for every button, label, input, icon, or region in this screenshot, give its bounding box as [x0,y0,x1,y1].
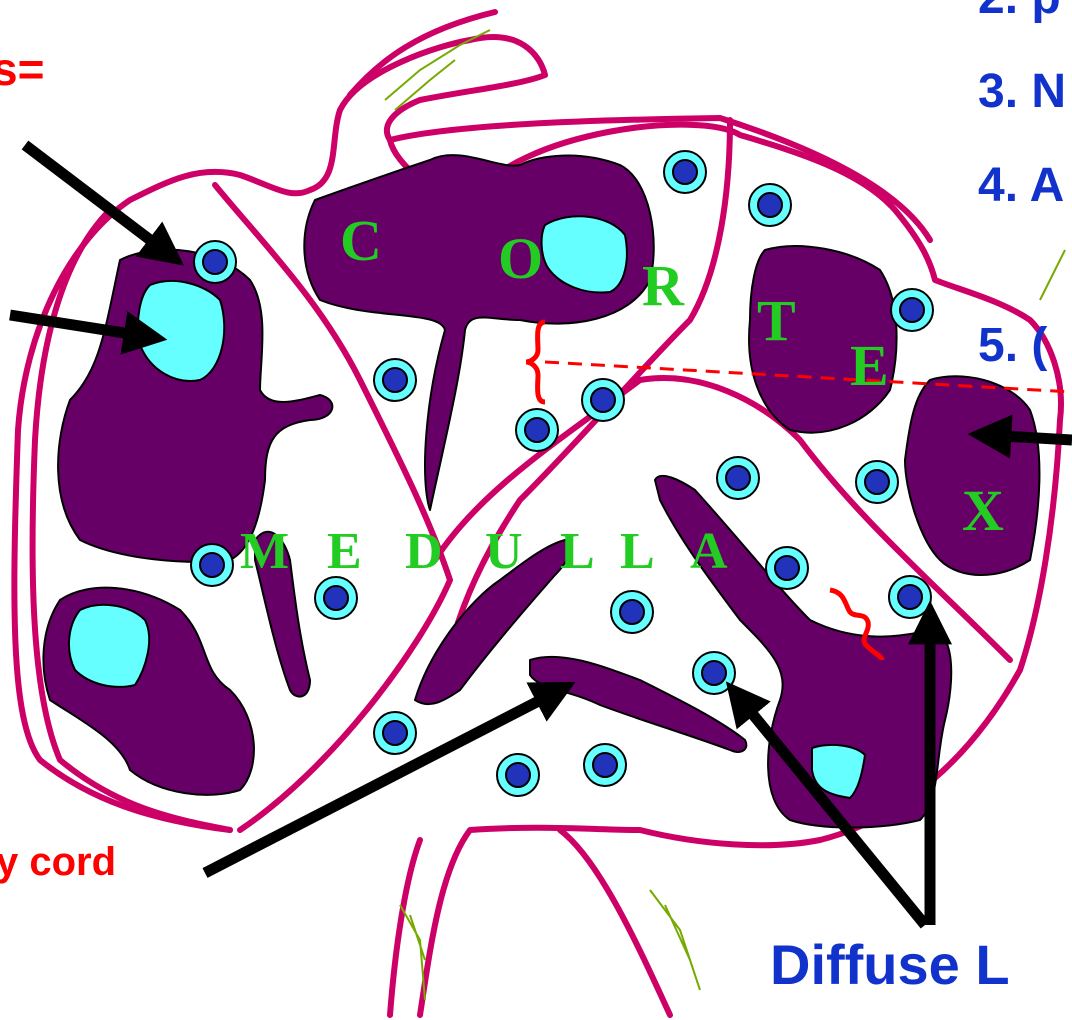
lymphocyte [611,591,653,633]
label-fragment-s: s= [0,42,44,96]
lymphocyte [194,241,236,283]
reticular-fiber [1040,250,1065,300]
lymphocyte [582,379,624,421]
lymphocyte [191,544,233,586]
lymphocyte [749,184,791,226]
cortex-bracket [526,322,545,402]
medulla-letter: M [240,523,289,580]
label-medullary-cord: y cord [0,840,116,885]
lymphocyte [584,744,626,786]
label-fragment-3: 3. N [978,64,1066,119]
lymphocyte [693,652,735,694]
lymphocyte [374,712,416,754]
reticular-fiber [650,890,700,990]
lymphocyte [891,289,933,331]
capsule-lower-edge [560,830,670,1015]
lymphocyte [374,359,416,401]
cortex-letter: E [850,333,889,398]
lymphocyte [856,461,898,503]
lymphocyte [664,151,706,193]
arrow-to-cortex-nodule [985,435,1072,440]
label-diffuse-lymphocytes: Diffuse L [770,932,1010,997]
medulla-letter: E [327,523,362,580]
cortex-letter: T [757,288,796,353]
lymphocyte [717,457,759,499]
lymphocyte [315,577,357,619]
cortex-letter: C [340,208,382,273]
medulla-letter: L [560,523,595,580]
arrow-to-nodule [25,145,170,255]
label-fragment-2: 2. p [978,0,1061,25]
lymphocyte [766,547,808,589]
germinal-center [69,605,149,687]
medulla-letter: U [485,523,523,580]
lymphocyte [889,576,931,618]
label-fragment-5: 5. ( [978,318,1047,373]
lymphocyte [497,754,539,796]
medulla-letter: A [690,523,728,580]
lymphocyte [516,409,558,451]
label-fragment-4: 4. A [978,158,1064,213]
lymphoid-nodule [905,376,1039,575]
medulla-letter: L [620,523,655,580]
cortex-letter: R [642,253,685,318]
cortex-letter: X [962,478,1004,543]
medulla-letter: D [405,523,443,580]
efferent-vessel [390,840,420,1015]
cortex-letter: O [498,226,543,291]
